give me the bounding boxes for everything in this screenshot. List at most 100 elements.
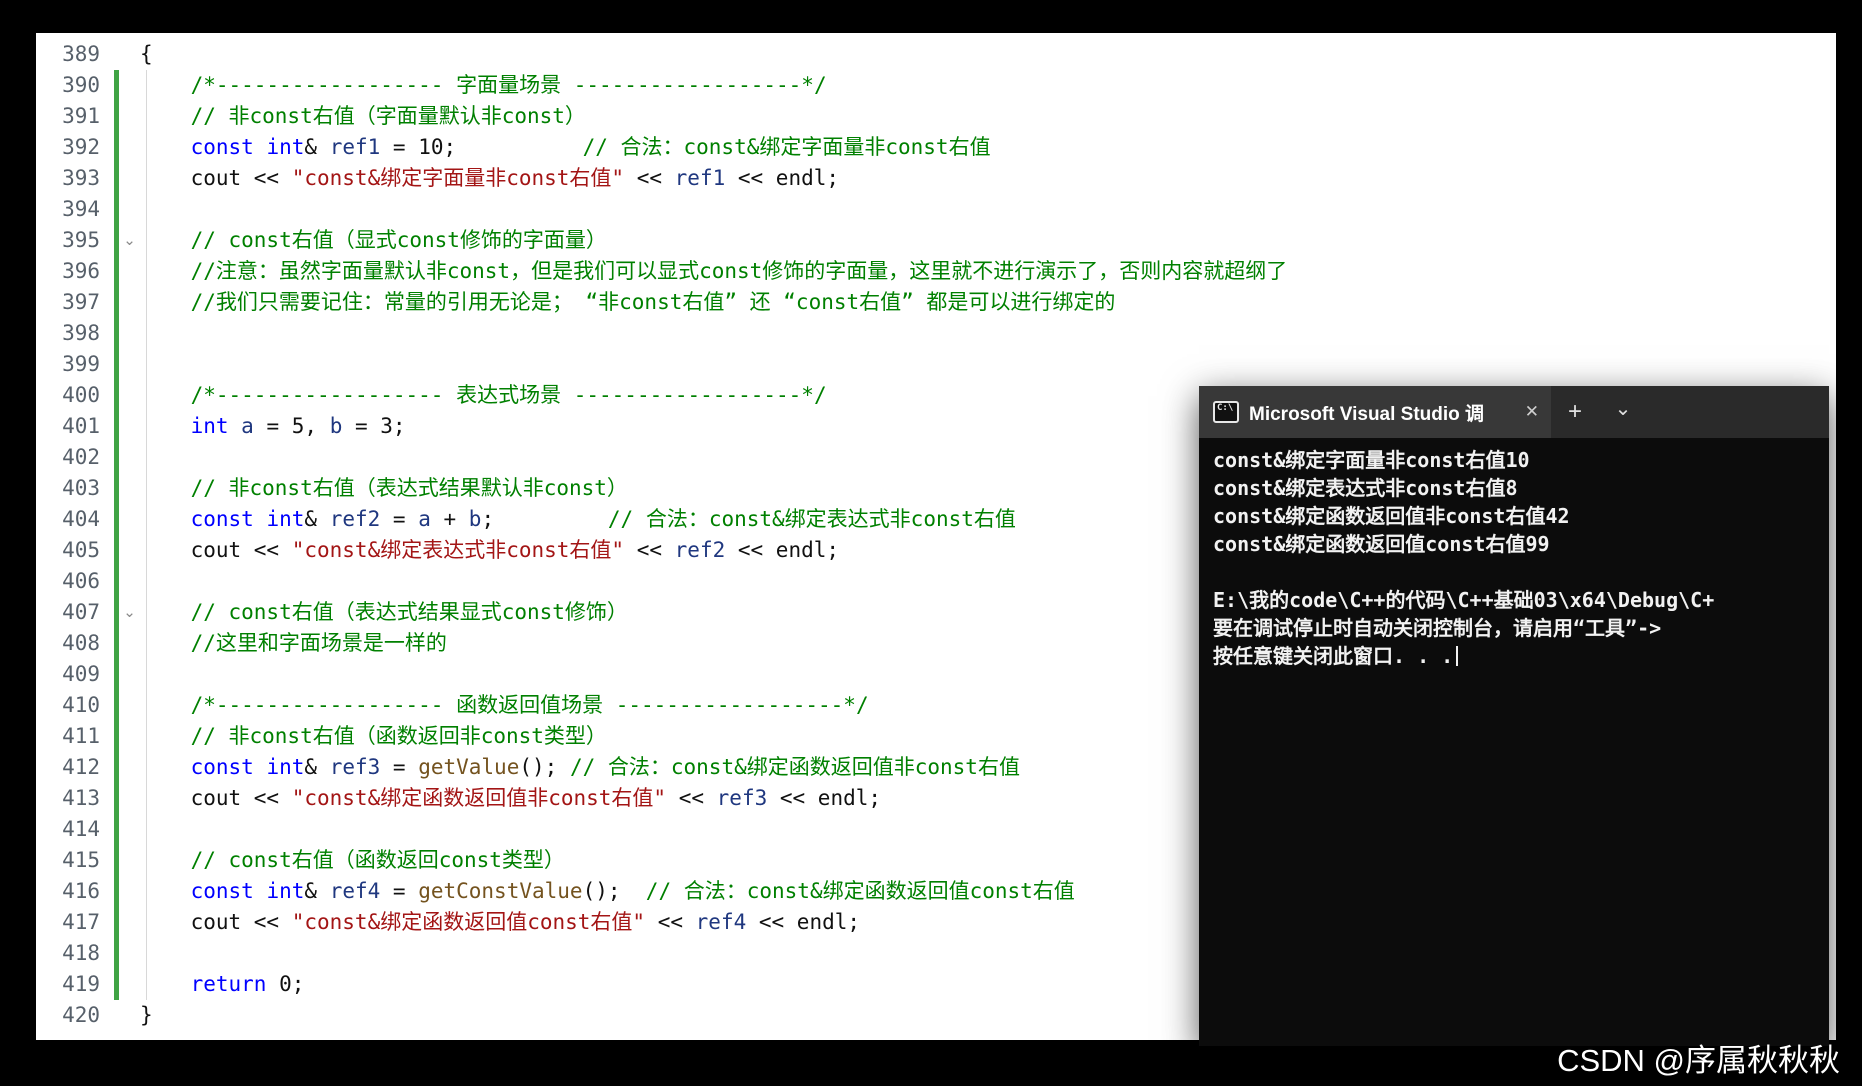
code-line[interactable]: 419 return 0;: [36, 969, 1836, 1000]
code-text: // 非const右值（函数返回非const类型）: [190, 724, 607, 748]
console-output-line: 按任意键关闭此窗口. . .: [1213, 642, 1815, 670]
debug-console-window: C:\ Microsoft Visual Studio 调 ✕ + ⌄ cons…: [1199, 386, 1829, 1046]
line-number[interactable]: 397: [62, 290, 100, 314]
line-number[interactable]: 395: [62, 228, 100, 252]
line-number[interactable]: 409: [62, 662, 100, 686]
fold-margin: [119, 194, 140, 225]
tab-dropdown-icon[interactable]: ⌄: [1614, 397, 1632, 420]
line-number[interactable]: 391: [62, 104, 100, 128]
brace-scope-guide: [146, 70, 147, 1000]
code-line[interactable]: 410 /*------------------ 函数返回值场景 -------…: [36, 690, 1836, 721]
line-number[interactable]: 405: [62, 538, 100, 562]
line-number[interactable]: 390: [62, 73, 100, 97]
code-line[interactable]: 397 //我们只需要记住：常量的引用无论是； “非const右值” 还 “co…: [36, 287, 1836, 318]
code-line[interactable]: 409: [36, 659, 1836, 690]
line-number[interactable]: 410: [62, 693, 100, 717]
code-line[interactable]: 415 // const右值（函数返回const类型）: [36, 845, 1836, 876]
line-number[interactable]: 398: [62, 321, 100, 345]
code-text: cout << "const&绑定函数返回值const右值" << ref4 <…: [140, 910, 861, 934]
change-tracking-bar: [114, 473, 119, 504]
code-text: const int& ref4 = getConstValue(); // 合法…: [190, 879, 1075, 903]
line-number[interactable]: 389: [62, 42, 100, 66]
fold-margin: [119, 721, 140, 752]
code-text: // 非const右值（字面量默认非const）: [190, 104, 586, 128]
code-line[interactable]: 405 cout << "const&绑定表达式非const右值" << ref…: [36, 535, 1836, 566]
change-tracking-bar: [114, 628, 119, 659]
code-line[interactable]: 402: [36, 442, 1836, 473]
code-line[interactable]: 416 const int& ref4 = getConstValue(); /…: [36, 876, 1836, 907]
line-number[interactable]: 406: [62, 569, 100, 593]
line-number[interactable]: 408: [62, 631, 100, 655]
line-number[interactable]: 399: [62, 352, 100, 376]
line-number[interactable]: 392: [62, 135, 100, 159]
line-number[interactable]: 404: [62, 507, 100, 531]
code-line[interactable]: 408 //这里和字面场景是一样的: [36, 628, 1836, 659]
code-text: //这里和字面场景是一样的: [190, 631, 447, 655]
change-tracking-bar: [114, 876, 119, 907]
close-tab-icon[interactable]: ✕: [1524, 402, 1539, 421]
code-line[interactable]: 395⌄ // const右值（显式const修饰的字面量）: [36, 225, 1836, 256]
code-line[interactable]: 414: [36, 814, 1836, 845]
code-line[interactable]: 403 // 非const右值（表达式结果默认非const）: [36, 473, 1836, 504]
line-number[interactable]: 401: [62, 414, 100, 438]
code-line[interactable]: 396 //注意：虽然字面量默认非const，但是我们可以显式const修饰的字…: [36, 256, 1836, 287]
code-line[interactable]: 393 cout << "const&绑定字面量非const右值" << ref…: [36, 163, 1836, 194]
line-number[interactable]: 417: [62, 910, 100, 934]
code-text: //我们只需要记住：常量的引用无论是； “非const右值” 还 “const右…: [190, 290, 1116, 314]
code-line[interactable]: 406: [36, 566, 1836, 597]
change-tracking-bar: [114, 535, 119, 566]
console-tab[interactable]: C:\ Microsoft Visual Studio 调 ✕: [1199, 386, 1551, 438]
code-text: /*------------------ 表达式场景 -------------…: [190, 383, 827, 407]
line-number[interactable]: 416: [62, 879, 100, 903]
line-number[interactable]: 411: [62, 724, 100, 748]
line-number[interactable]: 415: [62, 848, 100, 872]
code-line[interactable]: 411 // 非const右值（函数返回非const类型）: [36, 721, 1836, 752]
line-number[interactable]: 403: [62, 476, 100, 500]
code-line[interactable]: 420}: [36, 1000, 1836, 1031]
code-text: cout << "const&绑定字面量非const右值" << ref1 <<…: [140, 166, 840, 190]
line-number[interactable]: 396: [62, 259, 100, 283]
code-line[interactable]: 394: [36, 194, 1836, 225]
code-line[interactable]: 412 const int& ref3 = getValue(); // 合法：…: [36, 752, 1836, 783]
code-line[interactable]: 417 cout << "const&绑定函数返回值const右值" << re…: [36, 907, 1836, 938]
line-number[interactable]: 407: [62, 600, 100, 624]
line-number[interactable]: 393: [62, 166, 100, 190]
code-line[interactable]: 391 // 非const右值（字面量默认非const）: [36, 101, 1836, 132]
line-number[interactable]: 413: [62, 786, 100, 810]
code-line[interactable]: 418: [36, 938, 1836, 969]
line-number[interactable]: 402: [62, 445, 100, 469]
change-tracking-bar: [114, 163, 119, 194]
code-text: }: [140, 1003, 153, 1027]
code-line[interactable]: 390 /*------------------ 字面量场景 ---------…: [36, 70, 1836, 101]
line-number[interactable]: 394: [62, 197, 100, 221]
fold-chevron-icon[interactable]: ⌄: [123, 232, 136, 249]
change-tracking-bar: [114, 132, 119, 163]
fold-chevron-icon[interactable]: ⌄: [123, 604, 136, 621]
change-tracking-bar: [114, 194, 119, 225]
code-line[interactable]: 392 const int& ref1 = 10; // 合法：const&绑定…: [36, 132, 1836, 163]
line-number[interactable]: 412: [62, 755, 100, 779]
code-line[interactable]: 398: [36, 318, 1836, 349]
line-number[interactable]: 420: [62, 1003, 100, 1027]
code-line[interactable]: 400 /*------------------ 表达式场景 ---------…: [36, 380, 1836, 411]
code-line[interactable]: 407 ⌄ // const右值（表达式结果显式const修饰）: [36, 597, 1836, 628]
fold-margin: [119, 659, 140, 690]
code-line[interactable]: 399: [36, 349, 1836, 380]
code-line[interactable]: 413 cout << "const&绑定函数返回值非const右值" << r…: [36, 783, 1836, 814]
code-line[interactable]: 404 const int& ref2 = a + b; // 合法：const…: [36, 504, 1836, 535]
change-tracking-bar: [114, 721, 119, 752]
fold-margin: [119, 132, 140, 163]
line-number[interactable]: 400: [62, 383, 100, 407]
console-output-line: 要在调试停止时自动关闭控制台，请启用“工具”->: [1213, 616, 1662, 640]
code-line[interactable]: 389{: [36, 39, 1836, 70]
code-text: // const右值（表达式结果显式const修饰）: [190, 600, 628, 624]
code-line[interactable]: 401 int a = 5, b = 3;: [36, 411, 1836, 442]
line-number[interactable]: 419: [62, 972, 100, 996]
new-tab-button[interactable]: +: [1567, 398, 1582, 425]
code-text: // const右值（函数返回const类型）: [190, 848, 565, 872]
line-number[interactable]: 418: [62, 941, 100, 965]
console-titlebar[interactable]: C:\ Microsoft Visual Studio 调 ✕ + ⌄: [1199, 386, 1829, 438]
line-number[interactable]: 414: [62, 817, 100, 841]
change-tracking-bar: [114, 938, 119, 969]
